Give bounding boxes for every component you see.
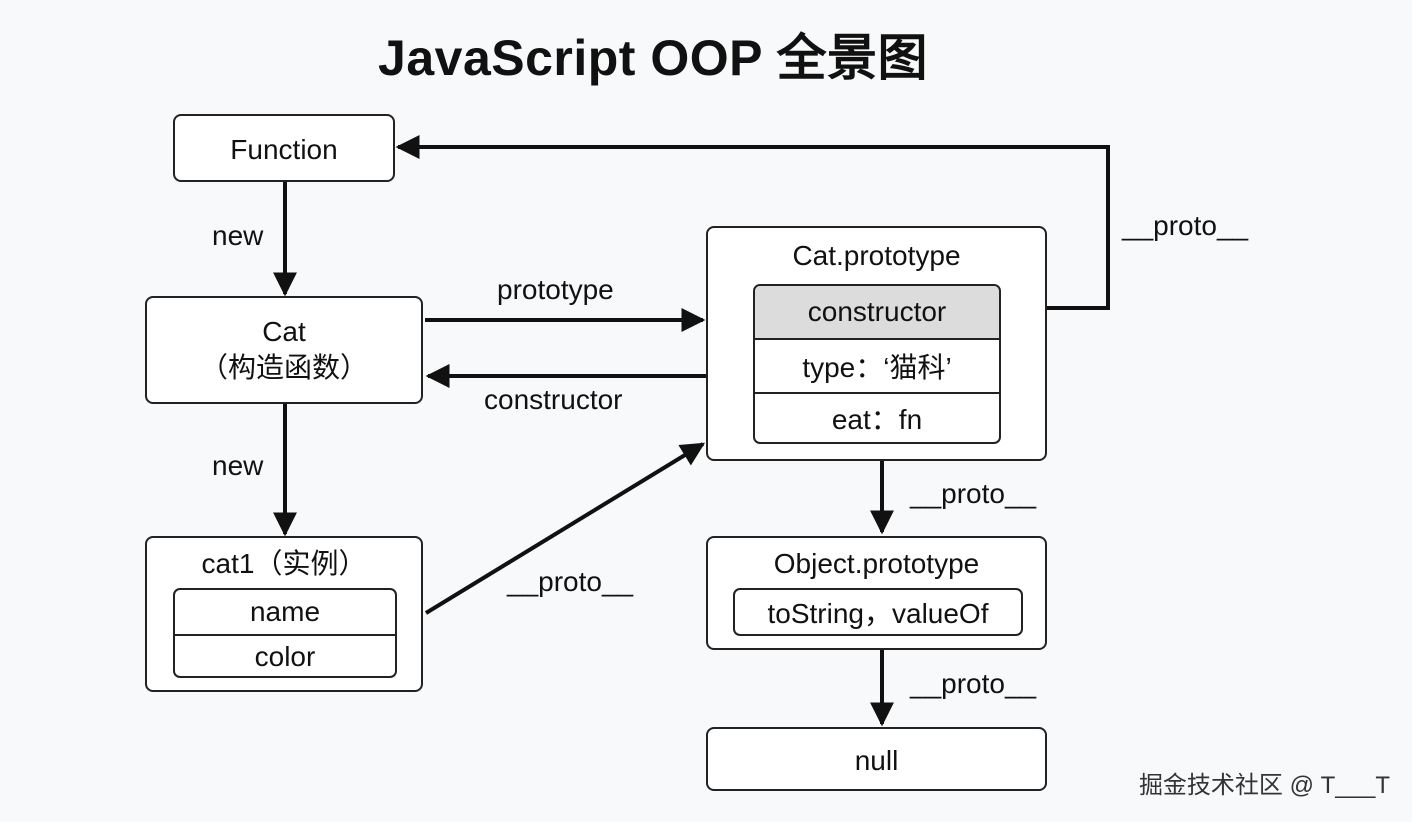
arrow-cat1-to-prototype bbox=[424, 442, 706, 615]
edge-label-new: new bbox=[212, 450, 264, 481]
object-prototype-methods: toString，valueOf bbox=[733, 588, 1023, 636]
null-label: null bbox=[854, 745, 899, 776]
edge-label-proto: __proto__ bbox=[910, 478, 1037, 509]
cat-sublabel: （构造函数） bbox=[199, 352, 368, 383]
property-row: color bbox=[175, 634, 395, 676]
constructor-row: constructor bbox=[755, 286, 999, 338]
edge-label-prototype: prototype bbox=[497, 274, 614, 305]
function-node: Function bbox=[173, 114, 395, 182]
edge-label-proto: __proto__ bbox=[910, 668, 1037, 699]
null-node: null bbox=[706, 727, 1047, 791]
property-row: name bbox=[249, 596, 321, 627]
cat-prototype-label: Cat.prototype bbox=[792, 240, 961, 271]
function-label: Function bbox=[230, 134, 338, 165]
watermark: 掘金技术社区 @ T___T bbox=[1138, 772, 1390, 799]
edge-label-proto: __proto__ bbox=[507, 566, 634, 597]
edge-label-new: new bbox=[212, 220, 264, 251]
edge-label-proto: __proto__ bbox=[1122, 210, 1249, 241]
cat1-instance-node: cat1（实例） name color bbox=[145, 536, 423, 692]
property-row: eat：fn bbox=[755, 392, 999, 442]
cat1-label: cat1（实例） bbox=[201, 548, 367, 579]
cat-prototype-node: Cat.prototype constructor type：‘猫科’ eat：… bbox=[706, 226, 1047, 461]
cat-constructor-node: Cat （构造函数） bbox=[145, 296, 423, 404]
property-row: type：‘猫科’ bbox=[755, 338, 999, 392]
object-prototype-node: Object.prototype toString，valueOf bbox=[706, 536, 1047, 650]
cat-label: Cat bbox=[262, 316, 306, 347]
object-prototype-label: Object.prototype bbox=[773, 548, 980, 579]
diagram-title: JavaScript OOP 全景图 bbox=[378, 30, 928, 86]
cat1-properties: name color bbox=[173, 588, 397, 678]
arrow-constructor-to-function bbox=[395, 135, 1110, 310]
method-row: toString，valueOf bbox=[767, 598, 989, 629]
edge-label-constructor: constructor bbox=[484, 384, 623, 415]
cat-prototype-properties: constructor type：‘猫科’ eat：fn bbox=[753, 284, 1001, 444]
